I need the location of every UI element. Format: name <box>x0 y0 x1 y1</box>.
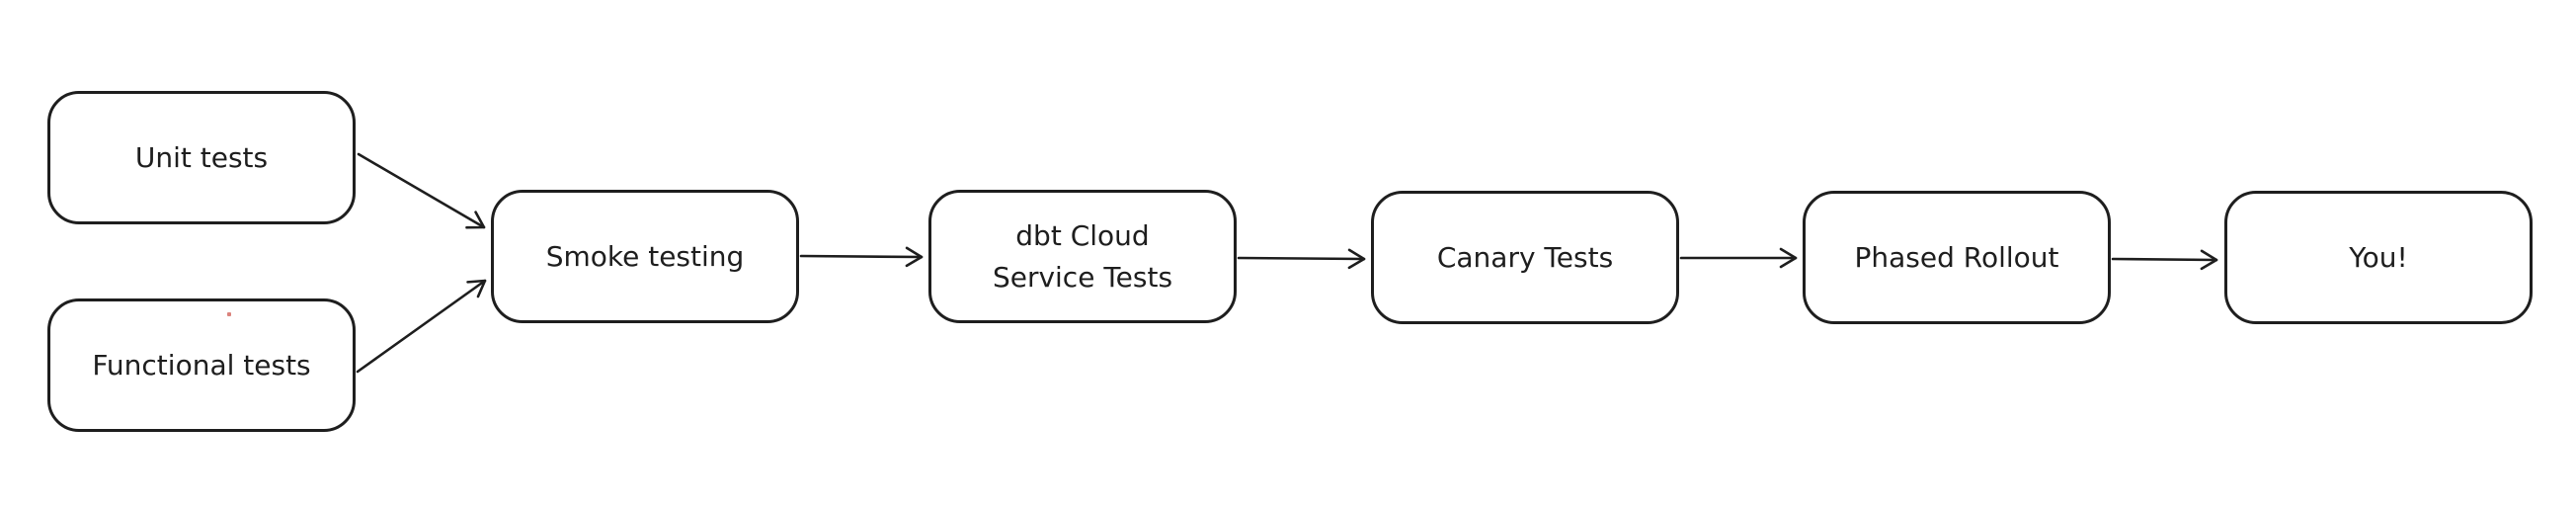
node-dbt-cloud-service-tests-label: dbt Cloud Service Tests <box>992 218 1173 294</box>
arrow-phased-rollout-to-you <box>2111 249 2218 271</box>
node-canary-tests: Canary Tests <box>1371 191 1679 324</box>
arrow-functional-tests-to-smoke-testing <box>356 279 487 374</box>
node-unit-tests-label: Unit tests <box>134 140 269 174</box>
node-smoke-testing: Smoke testing <box>491 190 799 323</box>
node-functional-tests-label: Functional tests <box>92 348 311 382</box>
stray-red-dot <box>227 312 231 316</box>
node-you-label: You! <box>2349 240 2408 274</box>
arrow-dbt-cloud-service-tests-to-canary-tests <box>1237 248 1366 270</box>
arrow-smoke-testing-to-dbt-cloud-service-tests <box>799 246 924 268</box>
node-canary-tests-label: Canary Tests <box>1436 240 1614 274</box>
node-functional-tests: Functional tests <box>47 298 356 432</box>
node-you: You! <box>2224 191 2533 324</box>
node-dbt-cloud-service-tests: dbt Cloud Service Tests <box>928 190 1237 323</box>
arrow-unit-tests-to-smoke-testing <box>357 152 486 229</box>
node-phased-rollout: Phased Rollout <box>1803 191 2111 324</box>
node-unit-tests: Unit tests <box>47 91 356 224</box>
node-phased-rollout-label: Phased Rollout <box>1854 240 2059 274</box>
node-smoke-testing-label: Smoke testing <box>545 239 745 273</box>
